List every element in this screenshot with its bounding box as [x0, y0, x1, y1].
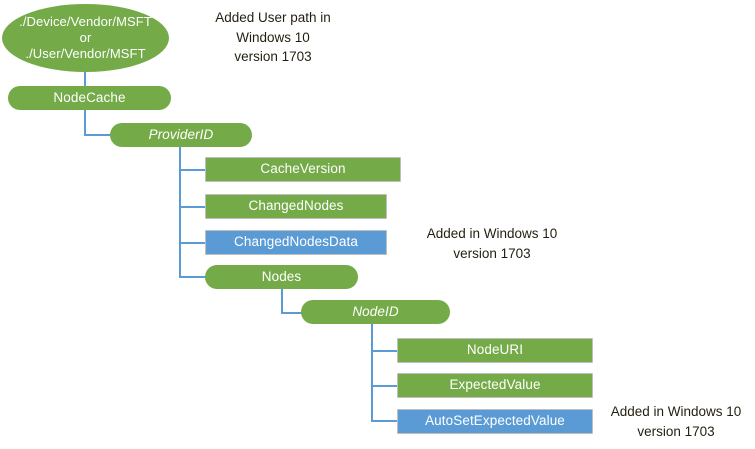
- node-autosetexpectedvalue[interactable]: AutoSetExpectedValue: [397, 409, 593, 434]
- node-providerid[interactable]: ProviderID: [110, 123, 252, 147]
- node-root-path[interactable]: ./Device/Vendor/MSFT or ./User/Vendor/MS…: [2, 4, 169, 72]
- node-nodes[interactable]: Nodes: [205, 265, 358, 289]
- connector-providerid-to-changednodes: [179, 206, 206, 208]
- annotation-autosetexpectedvalue: Added in Windows 10 version 1703: [610, 404, 742, 439]
- node-changednodes[interactable]: ChangedNodes: [205, 194, 387, 219]
- connector-nodes-down: [281, 288, 283, 314]
- connector-nodeid-to-expectedvalue: [371, 385, 398, 387]
- connector-providerid-to-cacheversion: [179, 169, 206, 171]
- connector-nodecache-to-providerid: [84, 134, 114, 136]
- node-changednodesdata[interactable]: ChangedNodesData: [205, 230, 387, 255]
- node-nodeid[interactable]: NodeID: [301, 300, 450, 324]
- node-cacheversion[interactable]: CacheVersion: [205, 157, 401, 182]
- annotation-changednodesdata: Added in Windows 10 version 1703: [426, 226, 558, 261]
- connector-root-to-nodecache: [84, 70, 86, 90]
- connector-providerid-to-changednodesdata: [179, 242, 206, 244]
- connector-nodeid-to-autosetexpectedvalue: [371, 420, 398, 422]
- connector-providerid-trunk: [179, 146, 181, 277]
- connector-providerid-to-nodes: [179, 276, 206, 278]
- connector-nodeid-trunk: [371, 323, 373, 422]
- connector-nodeid-to-nodeuri: [371, 350, 398, 352]
- connector-nodecache-down: [84, 109, 86, 136]
- node-expectedvalue[interactable]: ExpectedValue: [397, 373, 593, 398]
- annotation-root-path: Added User path in Windows 10 version 17…: [215, 10, 331, 65]
- connector-nodes-to-nodeid: [281, 312, 305, 314]
- node-nodecache[interactable]: NodeCache: [8, 86, 171, 110]
- node-nodeuri[interactable]: NodeURI: [397, 338, 593, 363]
